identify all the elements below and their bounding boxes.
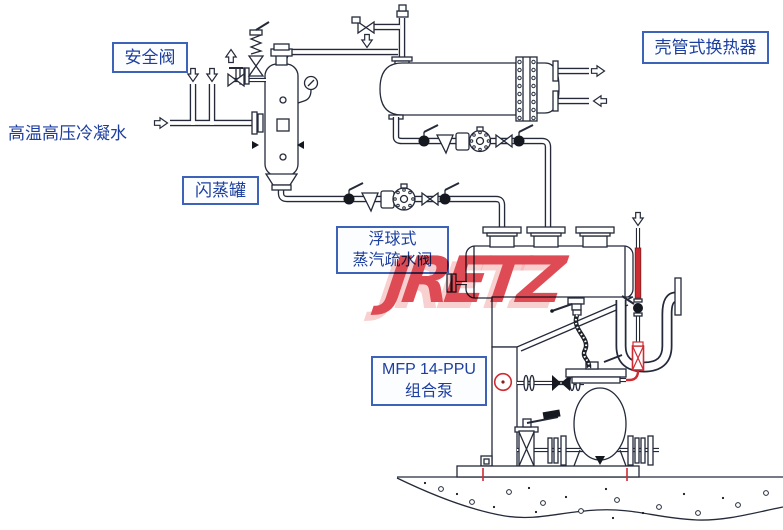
red-circle-marker-icon	[493, 372, 513, 392]
pressure-gauge-icon	[297, 75, 319, 104]
mfp-pump	[565, 354, 627, 467]
red-highlight-line	[621, 228, 645, 382]
left-arrow-icon	[592, 95, 608, 107]
up-arrow-icon	[225, 48, 237, 64]
label-safety-valve-text: 安全阀	[124, 48, 176, 67]
brand-watermark: JRETZ	[380, 244, 564, 318]
right-arrow-icon	[153, 117, 169, 129]
gravel-dots-icon	[423, 481, 769, 520]
ground-foundation	[396, 476, 783, 521]
label-pump-model: MFP 14-PPU	[382, 361, 476, 378]
tubesheet-bolts-icon	[517, 59, 536, 121]
label-condensate: 高温高压冷凝水	[8, 124, 127, 143]
flash-tank	[251, 43, 304, 191]
label-float-trap-line2: 蒸汽疏水阀	[352, 252, 433, 269]
base-skid	[456, 465, 640, 481]
condensate-inlet-piping	[170, 84, 256, 127]
discharge-gooseneck-pipe	[615, 277, 682, 373]
braided-hose-icon	[550, 297, 592, 369]
down-arrow-icon	[361, 33, 373, 49]
shell-tube-heat-exchanger	[379, 56, 589, 122]
flash-steam-line	[280, 18, 406, 63]
right-arrow-icon	[590, 65, 606, 77]
label-pump: MFP 14-PPU 组合泵	[371, 356, 487, 406]
label-pump-name: 组合泵	[404, 383, 453, 400]
receiver-top-nozzles	[482, 226, 615, 248]
condensate-receiver-tank	[446, 226, 634, 469]
label-flash-tank: 闪蒸罐	[182, 176, 259, 205]
red-check-valve-icon	[623, 341, 645, 382]
down-arrow-icon	[187, 67, 199, 83]
down-arrow-icon	[206, 67, 218, 83]
label-heat-exchanger: 壳管式换热器	[642, 31, 769, 64]
down-arrow-icon	[632, 211, 644, 227]
label-heat-exchanger-text: 壳管式换热器	[654, 38, 757, 57]
label-safety-valve: 安全阀	[112, 42, 188, 73]
label-flash-tank-text: 闪蒸罐	[195, 181, 246, 200]
hx-trap-valve-train	[418, 124, 534, 155]
safety-valve-icon	[227, 21, 270, 88]
flash-trap-valve-train	[343, 182, 460, 213]
label-float-trap: 浮球式 蒸汽疏水阀	[336, 226, 449, 274]
lever-valve-icon	[514, 409, 561, 467]
label-float-trap-line1: 浮球式	[368, 231, 417, 248]
